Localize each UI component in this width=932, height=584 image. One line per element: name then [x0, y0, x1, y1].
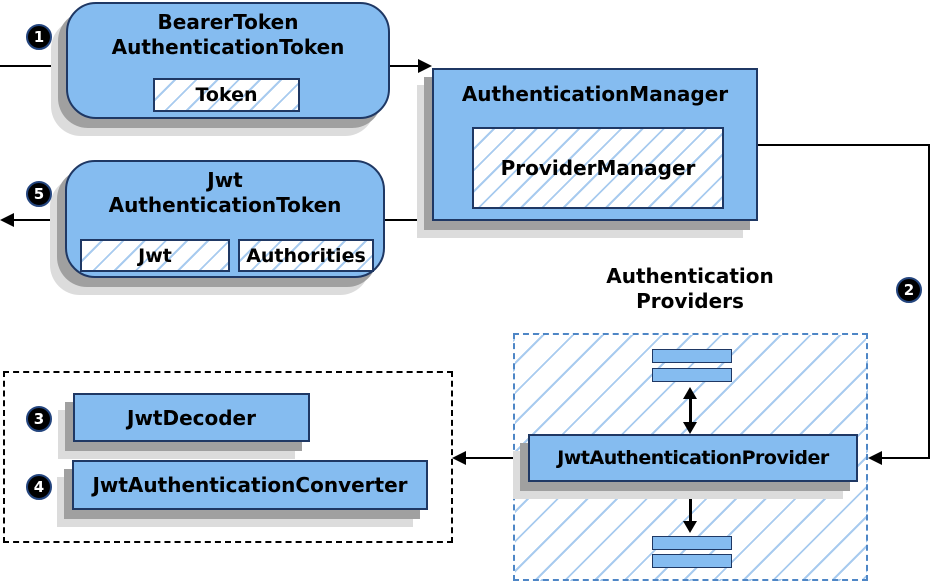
authorities-field: Authorities: [238, 239, 374, 272]
other-provider-placeholder: [652, 554, 732, 568]
node-title-line: AuthenticationToken: [108, 193, 342, 217]
authentication-providers-label: Authentication Providers: [558, 264, 822, 314]
other-provider-placeholder: [652, 349, 732, 363]
providers-bidirectional-arrow-top-icon: [683, 387, 697, 434]
node-title-line: BearerToken: [157, 10, 299, 34]
jwt-authentication-converter-node: JwtAuthenticationConverter: [72, 460, 428, 510]
manager-to-provider-line-vertical: [928, 144, 930, 459]
jwt-decoder-node: JwtDecoder: [73, 393, 310, 442]
incoming-request-line: [0, 65, 67, 67]
group-label-line: Providers: [636, 289, 744, 313]
jwt-field: Jwt: [80, 239, 230, 272]
jwt-authentication-provider-node: JwtAuthenticationProvider: [528, 434, 858, 482]
manager-to-provider-arrowhead-icon: [868, 451, 882, 465]
token-field: Token: [153, 78, 300, 112]
step-5-badge: 5: [26, 181, 52, 207]
node-title: Jwt AuthenticationToken: [67, 162, 383, 218]
node-title-line: AuthenticationToken: [111, 35, 345, 59]
authentication-manager-node: AuthenticationManager ProviderManager: [432, 68, 758, 221]
node-title: BearerToken AuthenticationToken: [68, 4, 388, 60]
manager-to-provider-line-bottom: [880, 457, 930, 459]
node-title-line: Jwt: [207, 168, 243, 192]
jwt-authentication-token-node: Jwt AuthenticationToken Jwt Authorities: [65, 160, 385, 278]
bearer-token-authentication-token-node: BearerToken AuthenticationToken Token: [66, 2, 390, 119]
providers-bidirectional-arrow-bottom-icon: [683, 486, 697, 533]
step-3-badge: 3: [26, 406, 52, 432]
provider-to-converters-arrowhead-icon: [452, 451, 466, 465]
outgoing-result-arrowhead-icon: [0, 213, 14, 227]
other-provider-placeholder: [652, 368, 732, 382]
provider-to-converters-line: [466, 457, 528, 459]
manager-to-provider-line-top: [758, 144, 930, 146]
bearer-to-manager-arrowhead-icon: [418, 59, 432, 73]
step-4-badge: 4: [26, 474, 52, 500]
provider-manager-node: ProviderManager: [472, 127, 724, 209]
group-label-line: Authentication: [606, 264, 774, 288]
other-provider-placeholder: [652, 536, 732, 550]
node-title: AuthenticationManager: [434, 70, 756, 107]
manager-to-jwt-token-line: [385, 219, 434, 221]
step-2-badge: 2: [896, 277, 922, 303]
bearer-to-manager-line: [390, 65, 420, 67]
node-title-line: AuthenticationManager: [461, 82, 729, 106]
step-1-badge: 1: [26, 24, 52, 50]
outgoing-result-line: [13, 219, 65, 221]
